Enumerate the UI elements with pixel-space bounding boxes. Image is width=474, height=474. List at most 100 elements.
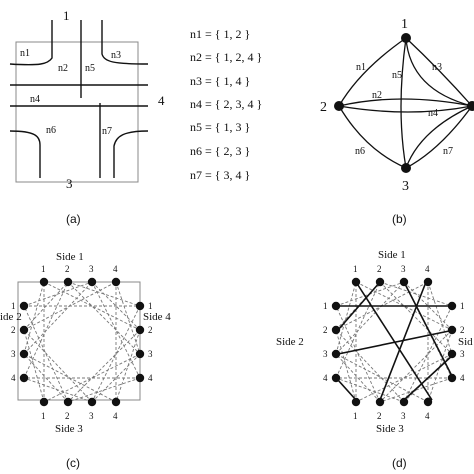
partition-box (15, 41, 139, 183)
dashed-wire (91, 305, 141, 403)
side-label-1: Side 1 (378, 249, 406, 261)
pin (111, 397, 121, 407)
pin-number: 1 (353, 264, 358, 274)
pin-number: 3 (11, 349, 16, 359)
pin-number: 1 (323, 301, 328, 311)
pin (39, 277, 49, 287)
net-list-item: n6 = { 2, 3 } (190, 144, 250, 158)
dashed-wire (335, 377, 405, 403)
dashed-wire (23, 281, 93, 355)
pin (87, 397, 97, 407)
pin-number: 3 (89, 411, 94, 421)
pin-number: 2 (65, 264, 70, 274)
pin (375, 277, 385, 287)
pin (375, 397, 385, 407)
dashed-wire (91, 281, 141, 379)
edge-label-n7: n7 (443, 146, 453, 157)
pin (63, 277, 73, 287)
net-list-item: n2 = { 1, 2, 4 } (190, 50, 262, 64)
net-label-n5: n5 (85, 63, 95, 74)
dashed-wire (335, 353, 381, 403)
pin-number: 1 (41, 264, 46, 274)
pin (447, 325, 457, 335)
node-label-3: 3 (402, 179, 409, 194)
pin-number: 2 (65, 411, 70, 421)
pin-box (17, 281, 141, 401)
side-label-4: Sid (458, 336, 473, 348)
route-wire (355, 281, 433, 401)
pin (63, 397, 73, 407)
pin (19, 373, 29, 383)
pin-number: 1 (11, 301, 16, 311)
pin-number: 3 (460, 349, 465, 359)
node-2 (334, 101, 344, 111)
pin (331, 301, 341, 311)
pin-number: 2 (377, 411, 382, 421)
dashed-wire (67, 281, 141, 355)
net-label-n4: n4 (30, 94, 40, 105)
edge-n4-b (405, 105, 473, 169)
side-label-4: 4 (158, 93, 165, 108)
n3-curve (101, 20, 149, 65)
pin (447, 349, 457, 359)
pin (39, 397, 49, 407)
pin (19, 325, 29, 335)
panel-b: 1 2 3 n1 n3 n5 n2 n4 n6 n7 (b) (320, 17, 474, 226)
node-1 (401, 33, 411, 43)
side-label-1: 1 (63, 8, 70, 23)
pin (399, 397, 409, 407)
side-label-2: Side 2 (276, 336, 304, 348)
net-label-n2: n2 (58, 63, 68, 74)
pin (399, 277, 409, 287)
dashed-wire (335, 305, 381, 403)
pin-number: 1 (41, 411, 46, 421)
pin (135, 373, 145, 383)
dashed-wire (335, 281, 405, 355)
edge-label-n5: n5 (392, 70, 402, 81)
pin-number: 4 (113, 411, 118, 421)
net-label-n3: n3 (111, 50, 121, 61)
route-wire (337, 379, 357, 401)
pin-number: 3 (148, 349, 153, 359)
dashed-wire (379, 329, 453, 403)
pin-number: 1 (460, 301, 465, 311)
pin (423, 277, 433, 287)
edge-label-n4: n4 (428, 108, 438, 119)
dashed-wire (43, 353, 141, 403)
side-label-1: Side 1 (56, 251, 84, 263)
dashed-wire (335, 281, 381, 379)
node-3 (401, 163, 411, 173)
pin (351, 397, 361, 407)
pin-number: 3 (401, 264, 406, 274)
dashed-wire (43, 281, 141, 331)
net-label-n1: n1 (20, 48, 30, 59)
edge-n2-a (338, 98, 473, 107)
pin-number: 2 (323, 325, 328, 335)
pin (135, 301, 145, 311)
panel-a: 1 4 3 n1 n2 n5 n3 n4 n6 n7 (a) (9, 8, 165, 226)
net-list-item: n5 = { 1, 3 } (190, 120, 250, 134)
side-label-3: Side 3 (376, 423, 404, 435)
pin-number: 4 (425, 411, 430, 421)
dashed-wire (23, 281, 45, 355)
pin-number: 4 (113, 264, 118, 274)
hypergraph-edges (338, 37, 473, 169)
edge-label-n3: n3 (432, 62, 442, 73)
n1-curve (9, 20, 53, 66)
node-label-1: 1 (401, 17, 408, 32)
route-wire (403, 281, 455, 381)
edge-n5 (400, 37, 407, 169)
dashed-wire (23, 281, 69, 379)
node-4 (467, 101, 474, 111)
pin (423, 397, 433, 407)
pin-number: 4 (323, 373, 328, 383)
caption-a: (a) (66, 212, 81, 226)
pin-number: 4 (11, 373, 16, 383)
pin (19, 301, 29, 311)
net-curves (9, 20, 149, 178)
dashed-wire (23, 353, 69, 403)
dashed-wire (67, 377, 141, 403)
